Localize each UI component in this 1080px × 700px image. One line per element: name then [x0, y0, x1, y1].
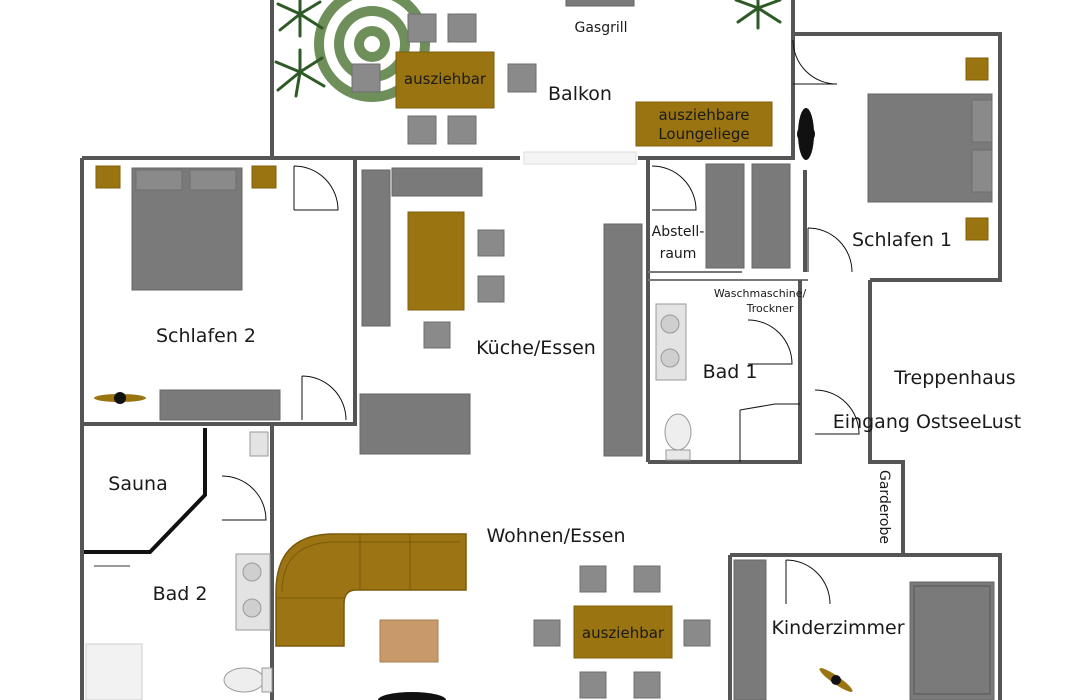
- bad2-label: Bad 2: [153, 583, 208, 605]
- shelf: [751, 163, 791, 269]
- balcony-table-label: ausziehbar: [404, 70, 487, 88]
- wohnen-label: Wohnen/Essen: [486, 525, 625, 547]
- chair: [579, 565, 607, 593]
- kinderzimmer-room: Kinderzimmer: [733, 559, 995, 700]
- nightstand: [965, 57, 989, 81]
- kueche-room: Küche/Essen: [359, 167, 643, 457]
- chair: [447, 13, 477, 43]
- doors: [221, 39, 860, 605]
- sink-basin: [242, 598, 262, 618]
- eingang-label: Eingang OstseeLust: [833, 411, 1021, 433]
- abstell-label-1: Abstell-: [652, 224, 705, 240]
- chair: [351, 63, 381, 93]
- chair: [477, 275, 505, 303]
- schlafen2-label: Schlafen 2: [156, 325, 256, 347]
- bad1-label: Bad 1: [703, 361, 758, 383]
- balkon-label: Balkon: [548, 83, 612, 105]
- chair: [447, 115, 477, 145]
- kitchen-counter: [361, 169, 391, 327]
- sideboard: [359, 393, 471, 455]
- balcony-window: [523, 151, 637, 165]
- abstell-label-2: raum: [660, 246, 697, 262]
- ceiling-fan-icon: [94, 392, 146, 404]
- gasgrill-label: Gasgrill: [574, 20, 627, 36]
- wohnen-table-label: ausziehbar: [582, 624, 665, 642]
- chair: [407, 13, 437, 43]
- chair: [477, 229, 505, 257]
- sink-basin: [660, 348, 680, 368]
- nightstand: [95, 165, 121, 189]
- abstellraum-room: Abstell- raum: [652, 163, 791, 269]
- walls: [80, 0, 1002, 700]
- chair: [407, 115, 437, 145]
- plant-icon: [274, 0, 782, 98]
- kueche-label: Küche/Essen: [476, 337, 596, 359]
- kitchen-counter: [391, 167, 483, 197]
- wardrobe: [733, 559, 767, 700]
- shelf: [705, 163, 745, 269]
- tv-icon: [378, 692, 446, 700]
- corner-sofa: [275, 533, 467, 647]
- schlafen1-label: Schlafen 1: [852, 229, 952, 251]
- bed: [909, 581, 995, 700]
- coffee-table: [379, 619, 439, 663]
- pillow: [189, 169, 237, 191]
- garderobe-label: Garderobe: [876, 470, 892, 544]
- chair: [633, 565, 661, 593]
- kinderzimmer-label: Kinderzimmer: [771, 617, 904, 639]
- wardrobe: [159, 389, 281, 421]
- gas-grill: [565, 0, 635, 7]
- bad1-room: Waschmaschine/ Trockner Bad 1: [655, 287, 807, 461]
- treppenhaus-area: Treppenhaus Eingang OstseeLust Garderobe: [833, 367, 1021, 544]
- chair: [683, 619, 711, 647]
- shower: [85, 643, 143, 700]
- pillow: [971, 99, 993, 143]
- balcony-table: [395, 51, 495, 109]
- lounge-lounger: [635, 101, 773, 147]
- ceiling-fan-icon: [797, 108, 815, 160]
- sink-basin: [660, 314, 680, 334]
- chair: [533, 619, 561, 647]
- lounger-label-2: Loungeliege: [658, 125, 749, 143]
- bad2-room: Bad 2: [85, 431, 273, 700]
- kitchen-cabinet: [603, 223, 643, 457]
- sauna-label: Sauna: [108, 473, 167, 495]
- pillow: [971, 149, 993, 193]
- toilet-icon: [223, 667, 273, 693]
- chair: [507, 63, 537, 93]
- chair: [423, 321, 451, 349]
- ceiling-fan-icon: [819, 668, 853, 692]
- dining-table: [573, 605, 673, 659]
- nightstand: [251, 165, 277, 189]
- schlafen1-room: Schlafen 1: [797, 57, 993, 251]
- toilet-icon: [664, 413, 692, 461]
- washer-label-1: Waschmaschine/: [714, 287, 807, 300]
- double-bed: [867, 93, 993, 203]
- pillow: [135, 169, 183, 191]
- washer-label-2: Trockner: [746, 302, 794, 315]
- treppenhaus-label: Treppenhaus: [893, 367, 1015, 389]
- dining-table: [407, 211, 465, 311]
- chair: [579, 671, 607, 699]
- sauna-room: Sauna: [108, 473, 167, 495]
- chair: [633, 671, 661, 699]
- nightstand: [965, 217, 989, 241]
- sink-basin: [242, 562, 262, 582]
- wohnen-room: ausziehbar Wohnen/Essen: [275, 525, 711, 700]
- balkon-area: ausziehbar Gasgrill Balkon ausziehbare L…: [274, 0, 782, 147]
- lounger-label-1: ausziehbare: [658, 106, 749, 124]
- schlafen2-room: Schlafen 2: [94, 165, 281, 421]
- wall-fixture: [249, 431, 269, 457]
